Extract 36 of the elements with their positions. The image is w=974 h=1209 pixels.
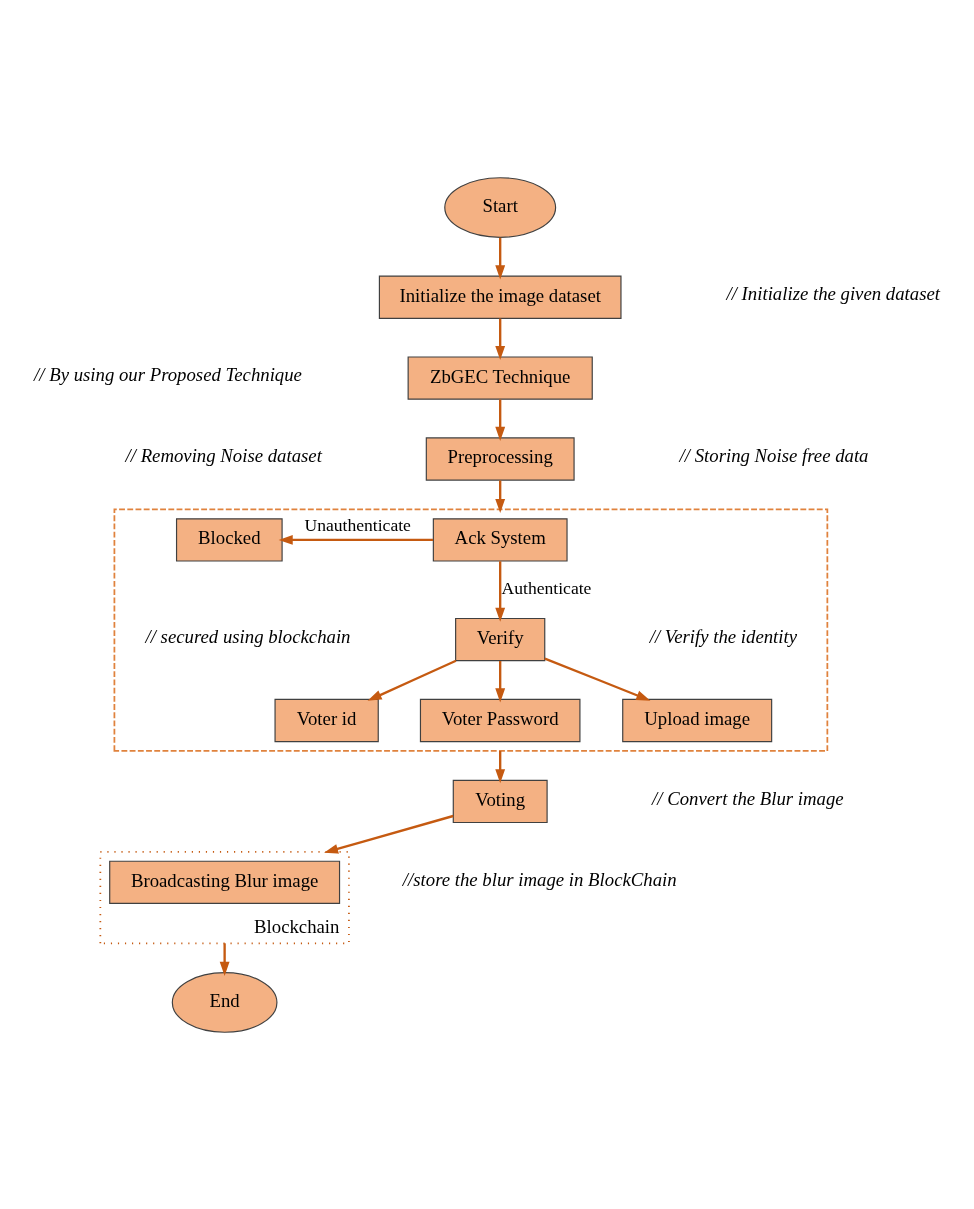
node-ellipse: Start (444, 176, 557, 238)
node-box: Upload image (622, 698, 773, 742)
node-box: Preprocessing (425, 436, 575, 481)
node-box: Voter id (274, 698, 379, 742)
node-box: Voter Password (419, 698, 581, 742)
arrow (367, 659, 457, 701)
label: // By using our Proposed Technique (34, 363, 302, 385)
arrow (495, 399, 506, 441)
label: // Initialize the given dataset (726, 282, 941, 304)
label: // Storing Noise free data (679, 444, 869, 466)
label: // Removing Noise dataset (125, 444, 322, 466)
node-box: Blocked (175, 517, 283, 562)
label: // Convert the Blur image (652, 787, 844, 809)
arrow (219, 942, 230, 976)
node-box: Ack System (432, 517, 568, 562)
arrow (278, 534, 433, 545)
arrow (324, 814, 454, 854)
node-box: Initialize the image dataset (378, 275, 622, 319)
node-box: ZbGEC Technique (407, 355, 593, 400)
node-box: Verify (455, 617, 546, 661)
node-box: Broadcasting Blur image (109, 860, 341, 904)
arrow (495, 318, 506, 360)
label: //store the blur image in BlockChain (402, 868, 677, 890)
edge-label: Authenticate (501, 577, 592, 598)
arrow (495, 237, 506, 279)
arrow (495, 750, 506, 783)
arrow (495, 660, 506, 702)
arrow (544, 657, 651, 701)
arrow (495, 560, 506, 622)
label: // Verify the identity (649, 625, 798, 647)
edge-label: Unauthenticate (304, 514, 411, 535)
node-ellipse: End (171, 971, 278, 1033)
label: // secured using blockchain (145, 625, 351, 647)
arrow (495, 479, 506, 513)
cluster (113, 508, 829, 752)
node-box: Voting (452, 779, 548, 823)
